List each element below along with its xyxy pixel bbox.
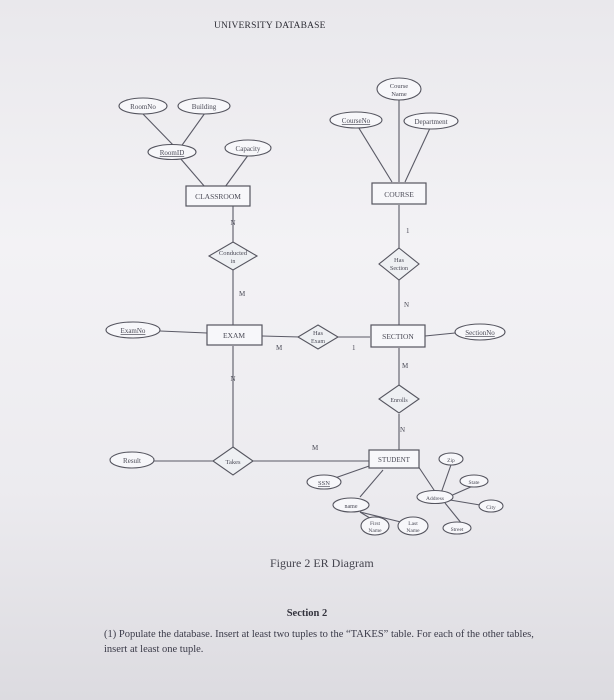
- attr-room-id: RoomID: [147, 143, 197, 161]
- attr-building: Building: [177, 97, 231, 115]
- section-instruction: (1) Populate the database. Insert at lea…: [104, 629, 534, 655]
- attr-course-name: Course Name: [376, 77, 422, 101]
- svg-text:STUDENT: STUDENT: [378, 456, 411, 464]
- svg-text:EXAM: EXAM: [223, 331, 245, 340]
- card-exam-hasexam: M: [276, 344, 283, 352]
- card-course-hassection: 1: [406, 227, 410, 235]
- svg-text:SectionNo: SectionNo: [465, 329, 495, 337]
- attr-room-no: RoomNo: [118, 97, 168, 115]
- card-hassection-section: N: [404, 301, 409, 309]
- svg-text:Course: Course: [390, 83, 409, 90]
- svg-text:Takes: Takes: [225, 459, 241, 466]
- svg-text:Name: Name: [368, 528, 382, 534]
- svg-text:Result: Result: [123, 457, 141, 465]
- attr-address: Address: [416, 489, 454, 505]
- svg-text:RoomNo: RoomNo: [130, 103, 156, 111]
- svg-text:CourseNo: CourseNo: [342, 117, 371, 125]
- rel-enrolls: Enrolls: [378, 384, 420, 414]
- card-conducted-exam: M: [239, 290, 246, 298]
- attr-section-no: SectionNo: [454, 323, 506, 341]
- svg-text:Last: Last: [408, 521, 418, 527]
- svg-text:CLASSROOM: CLASSROOM: [195, 192, 241, 201]
- entity-section: SECTION: [370, 324, 426, 348]
- svg-text:COURSE: COURSE: [384, 190, 414, 199]
- svg-text:Capacity: Capacity: [236, 145, 261, 153]
- svg-text:Enrolls: Enrolls: [390, 398, 408, 404]
- card-enrolls-student: N: [400, 426, 405, 434]
- figure-caption: Figure 2 ER Diagram: [270, 556, 374, 570]
- svg-text:Zip: Zip: [447, 458, 455, 464]
- card-takes-student: M: [312, 444, 319, 452]
- attr-zip: Zip: [438, 452, 464, 466]
- svg-text:RoomID: RoomID: [160, 149, 185, 157]
- entity-student: STUDENT: [368, 449, 420, 469]
- svg-text:ExamNo: ExamNo: [121, 327, 146, 335]
- attr-capacity: Capacity: [224, 139, 272, 157]
- svg-text:SECTION: SECTION: [382, 332, 414, 341]
- svg-text:Name: Name: [406, 528, 420, 534]
- section-heading: Section 2: [286, 608, 328, 619]
- attr-street: Street: [442, 521, 472, 535]
- attr-last-name: Last Name: [397, 516, 429, 536]
- card-classroom-conducted: N: [230, 219, 235, 227]
- attr-course-no: CourseNo: [329, 111, 383, 129]
- svg-text:Has: Has: [313, 330, 324, 337]
- diagram-title: UNIVERSITY DATABASE: [214, 21, 326, 31]
- svg-text:State: State: [469, 480, 481, 486]
- svg-text:City: City: [486, 505, 496, 511]
- card-section-enrolls: M: [402, 362, 409, 370]
- rel-has-section: Has Section: [378, 247, 420, 281]
- rel-conducted-in: Conducted in: [207, 241, 259, 271]
- attr-exam-no: ExamNo: [105, 321, 161, 339]
- svg-text:Has: Has: [394, 257, 405, 264]
- svg-text:Address: Address: [426, 496, 444, 502]
- rel-takes: Takes: [212, 446, 254, 476]
- entity-course: COURSE: [371, 182, 427, 205]
- entity-classroom: CLASSROOM: [185, 185, 251, 207]
- entity-exam: EXAM: [206, 324, 263, 346]
- svg-text:Street: Street: [451, 527, 464, 533]
- attr-result: Result: [109, 451, 155, 469]
- card-exam-takes: N: [230, 375, 235, 383]
- attr-city: City: [478, 499, 504, 513]
- svg-text:Name: Name: [391, 91, 407, 98]
- attr-ssn: SSN: [306, 474, 342, 490]
- attr-department: Department: [403, 112, 459, 130]
- card-hasexam-section: 1: [352, 344, 356, 352]
- rel-has-exam: Has Exam: [296, 324, 340, 350]
- attr-state: State: [459, 474, 489, 488]
- svg-text:Building: Building: [192, 103, 217, 111]
- svg-text:name: name: [345, 504, 358, 510]
- attr-first-name: First Name: [360, 516, 390, 536]
- svg-text:First: First: [370, 521, 381, 527]
- connector-lines: [141, 100, 481, 525]
- attr-name: name: [332, 497, 370, 513]
- svg-text:Conducted: Conducted: [219, 250, 248, 257]
- svg-text:SSN: SSN: [318, 480, 330, 487]
- svg-text:Department: Department: [414, 118, 447, 126]
- svg-text:Exam: Exam: [311, 339, 325, 345]
- svg-text:Section: Section: [390, 266, 408, 272]
- svg-text:in: in: [231, 259, 236, 265]
